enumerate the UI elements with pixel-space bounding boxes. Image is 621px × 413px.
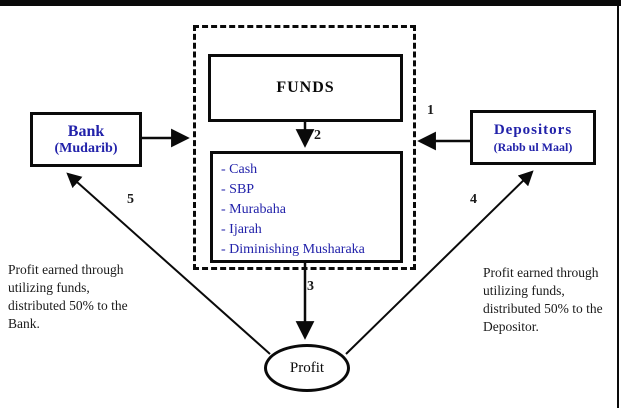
bank-node-subtitle: (Mudarib) (54, 140, 118, 156)
instrument-item-sbp: - SBP (221, 182, 255, 197)
profit-node: Profit (264, 344, 350, 392)
instrument-item-cash: - Cash (221, 162, 258, 177)
depositor-profit-note: Profit earned through utilizing funds, d… (483, 264, 621, 336)
bank-node: Bank (Mudarib) (30, 112, 142, 167)
bottom-rule (0, 0, 621, 6)
depositors-node-title: Depositors (493, 121, 573, 138)
depositor-profit-note-line4: Depositor. (483, 319, 539, 334)
step-label-4: 4 (470, 192, 477, 207)
depositor-profit-note-line3: distributed 50% to the (483, 301, 603, 316)
depositor-profit-note-line1: Profit earned through (483, 265, 599, 280)
instrument-item-murabaha: - Murabaha (221, 202, 286, 217)
depositor-profit-note-line2: utilizing funds, (483, 283, 565, 298)
bank-profit-note-line2: utilizing funds, (8, 280, 90, 295)
step-label-5: 5 (127, 192, 134, 207)
funds-node-label: FUNDS (276, 79, 335, 96)
bank-profit-note-line3: distributed 50% to the (8, 298, 128, 313)
depositors-node: Depositors (Rabb ul Maal) (470, 110, 596, 165)
step-label-2: 2 (314, 128, 321, 143)
instrument-item-ijarah: - Ijarah (221, 222, 262, 237)
bank-profit-note: Profit earned through utilizing funds, d… (8, 261, 168, 333)
funds-boundary-dashed-box (193, 25, 416, 270)
step-label-1: 1 (427, 103, 434, 118)
instruments-node: - Cash - SBP - Murabaha - Ijarah - Dimin… (210, 151, 403, 263)
bank-profit-note-line4: Bank. (8, 316, 40, 331)
instrument-item-diminishing-musharaka: - Diminishing Musharaka (221, 242, 365, 257)
bank-profit-note-line1: Profit earned through (8, 262, 124, 277)
right-rule (617, 5, 619, 408)
depositors-node-subtitle: (Rabb ul Maal) (493, 139, 573, 154)
funds-node: FUNDS (208, 54, 403, 122)
bank-node-title: Bank (67, 122, 105, 140)
profit-node-label: Profit (289, 359, 325, 376)
step-label-3: 3 (307, 279, 314, 294)
